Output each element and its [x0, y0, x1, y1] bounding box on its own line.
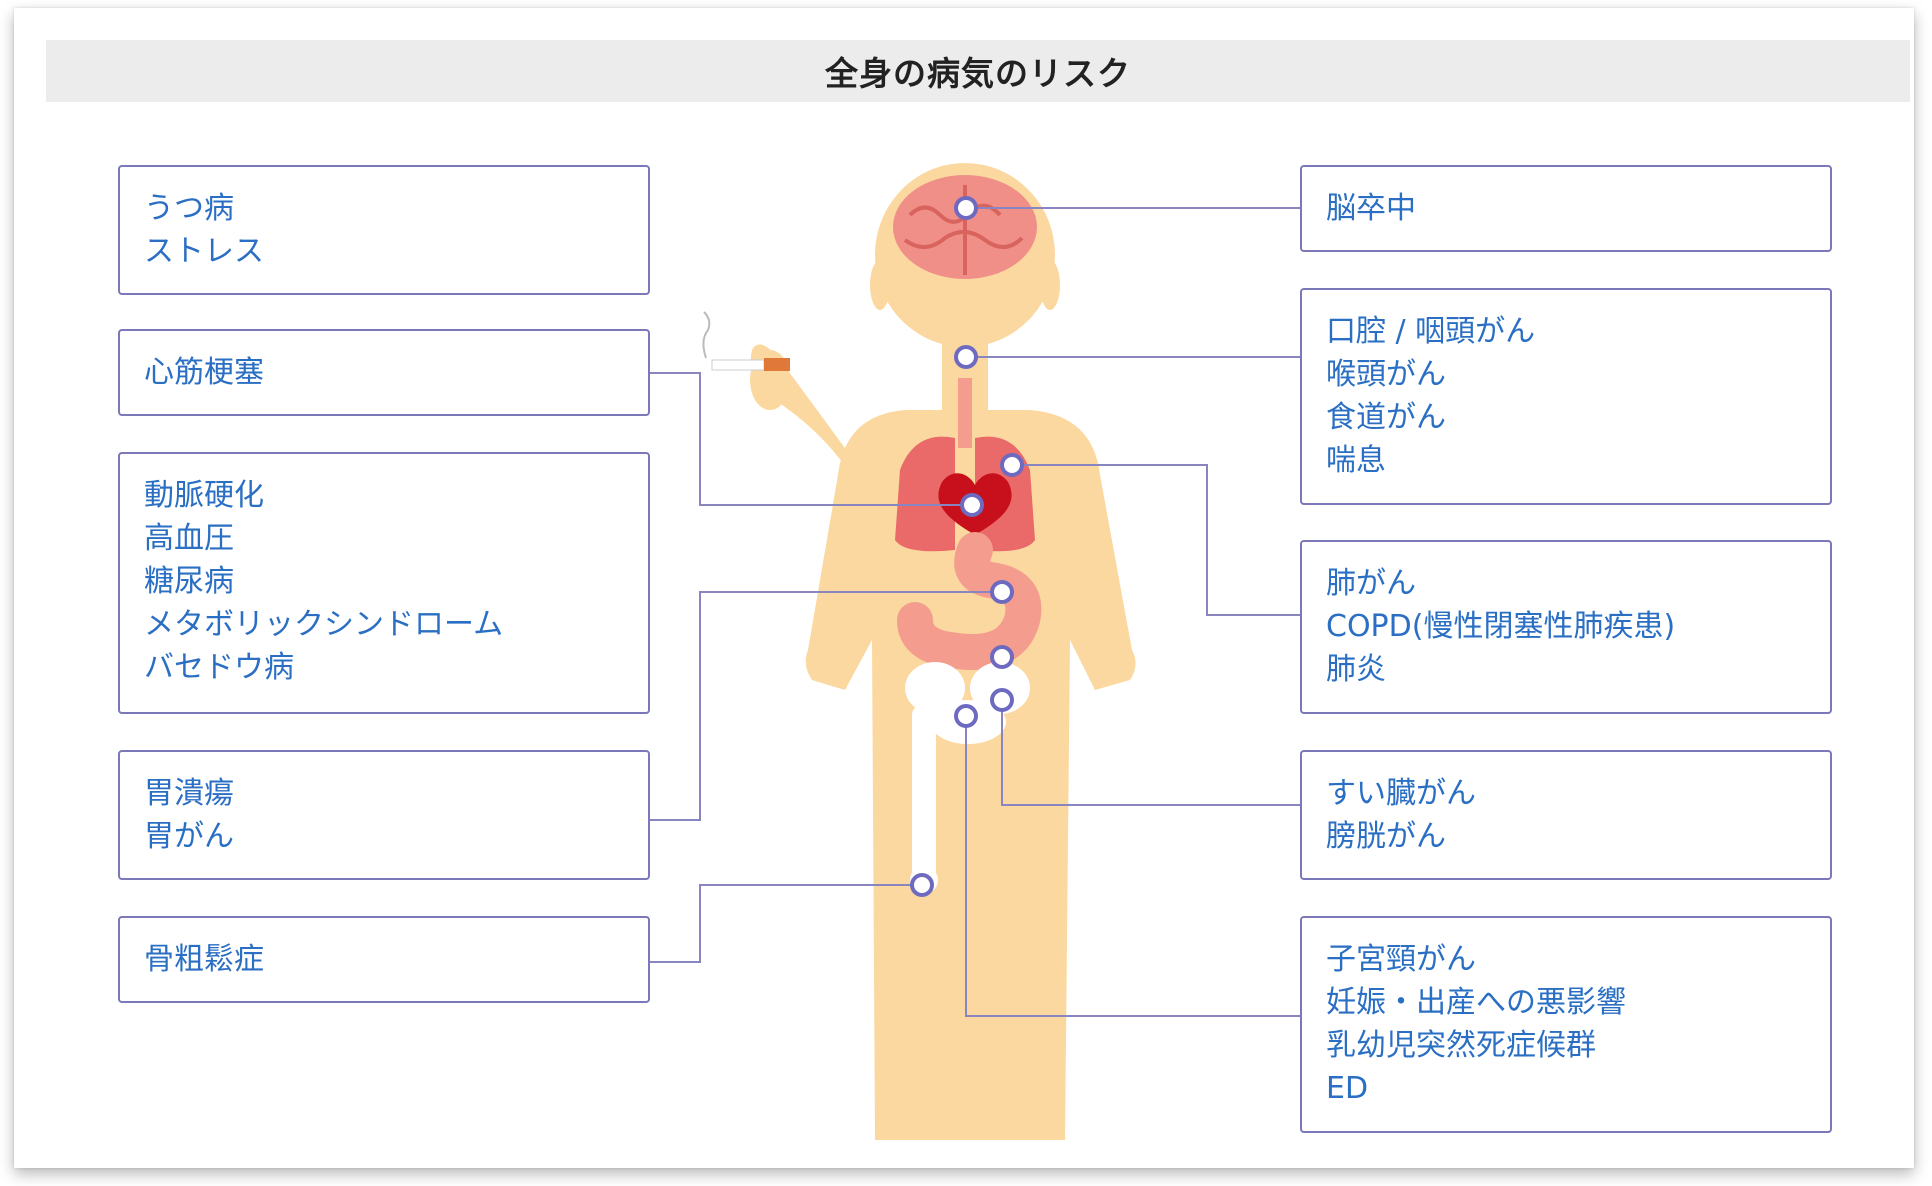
risk-item: 子宮頸がん	[1326, 942, 1476, 977]
brain-marker[interactable]	[954, 196, 978, 220]
risk-item: 膀胱がん	[1326, 819, 1446, 854]
stomach-marker[interactable]	[990, 580, 1014, 604]
risk-item: すい臓がん	[1326, 776, 1476, 811]
pelvis-icon	[905, 662, 1030, 744]
risk-card-metabolic: 動脈硬化 高血圧 糖尿病 メタボリックシンドローム バセドウ病	[118, 452, 650, 714]
risk-item: 肺がん	[1326, 566, 1416, 601]
risk-item: 胃がん	[144, 819, 234, 854]
risk-item: 口腔 / 咽頭がん	[1326, 314, 1536, 349]
risk-card-heart: 心筋梗塞	[118, 329, 650, 416]
risk-item: ストレス	[144, 234, 264, 269]
heart-marker[interactable]	[960, 493, 984, 517]
risk-item: メタボリックシンドローム	[144, 607, 504, 642]
risk-item: ED	[1326, 1071, 1369, 1106]
connector-lines	[650, 207, 1300, 1017]
risk-card-brain: 脳卒中	[1300, 165, 1832, 252]
risk-item: バセドウ病	[144, 650, 294, 685]
risk-card-bone: 骨粗鬆症	[118, 916, 650, 1003]
risk-item: 妊娠・出産への悪影響	[1326, 985, 1626, 1020]
risk-card-pancreas-bladder: すい臓がん 膀胱がん	[1300, 750, 1832, 880]
risk-item: 心筋梗塞	[144, 355, 264, 390]
risk-card-stomach: 胃潰瘍 胃がん	[118, 750, 650, 880]
risk-item: 喉頭がん	[1326, 357, 1446, 392]
risk-item: 肺炎	[1326, 652, 1386, 687]
risk-card-reproductive: 子宮頸がん 妊娠・出産への悪影響 乳幼児突然死症候群 ED	[1300, 916, 1832, 1133]
pancreas-marker[interactable]	[990, 645, 1014, 669]
risk-item: 動脈硬化	[144, 478, 264, 513]
risk-item: 食道がん	[1326, 400, 1446, 435]
risk-item: 脳卒中	[1326, 191, 1416, 226]
risk-card-lung: 肺がん COPD(慢性閉塞性肺疾患) 肺炎	[1300, 540, 1832, 714]
risk-item: 乳幼児突然死症候群	[1326, 1028, 1596, 1063]
femur-icon	[910, 705, 938, 894]
risk-item: 糖尿病	[144, 564, 234, 599]
risk-item: 胃潰瘍	[144, 776, 234, 811]
risk-item: COPD(慢性閉塞性肺疾患)	[1326, 609, 1676, 644]
risk-item: 骨粗鬆症	[144, 942, 264, 977]
organ-markers	[910, 196, 1024, 897]
bone-marker[interactable]	[910, 873, 934, 897]
bladder-marker[interactable]	[990, 688, 1014, 712]
risk-card-throat: 口腔 / 咽頭がん 喉頭がん 食道がん 喘息	[1300, 288, 1832, 505]
stomach-icon	[897, 532, 1042, 670]
throat-marker[interactable]	[954, 345, 978, 369]
title-bar: 全身の病気のリスク	[46, 40, 1910, 102]
uterus-marker[interactable]	[954, 704, 978, 728]
cigarette-icon	[702, 311, 790, 371]
risk-card-mental: うつ病 ストレス	[118, 165, 650, 295]
page-title: 全身の病気のリスク	[825, 54, 1131, 93]
brain-icon	[893, 175, 1037, 279]
risk-item: 高血圧	[144, 521, 234, 556]
lung-marker[interactable]	[1000, 453, 1024, 477]
risk-item: うつ病	[144, 191, 234, 226]
risk-item: 喘息	[1326, 443, 1386, 478]
